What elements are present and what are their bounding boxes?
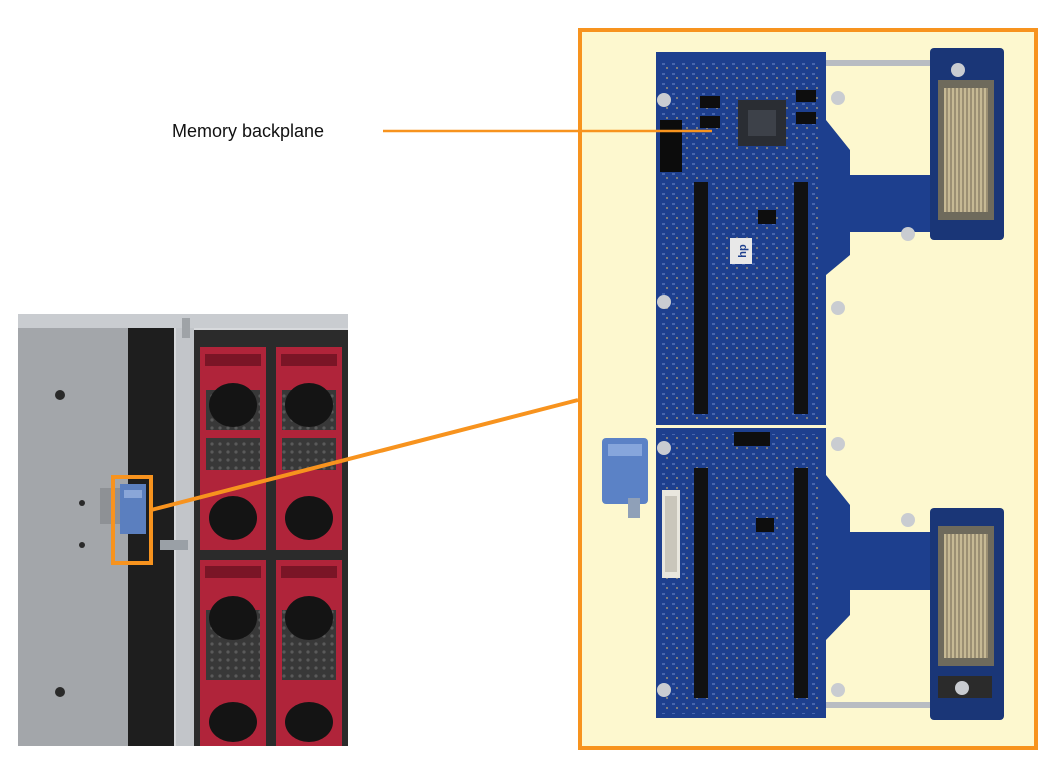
edge-connector-bottom [944, 534, 988, 658]
dimm-slot [794, 468, 808, 698]
chassis-photo [18, 314, 348, 746]
zoom-leader-line [150, 398, 579, 512]
edge-connector-top [944, 88, 988, 212]
hp-logo [730, 238, 752, 264]
fan-module [276, 347, 342, 550]
fan-module [276, 560, 342, 746]
memory-backplane-board: hp [602, 48, 1004, 720]
fan-module [200, 560, 266, 746]
dimm-slot [694, 468, 708, 698]
callout-label: Memory backplane [172, 121, 325, 141]
dimm-slot [794, 182, 808, 414]
dimm-slot [694, 182, 708, 414]
hp-logo-text: hp [737, 244, 749, 258]
fan-module [200, 347, 266, 550]
chassis-highlight-box [111, 475, 153, 565]
